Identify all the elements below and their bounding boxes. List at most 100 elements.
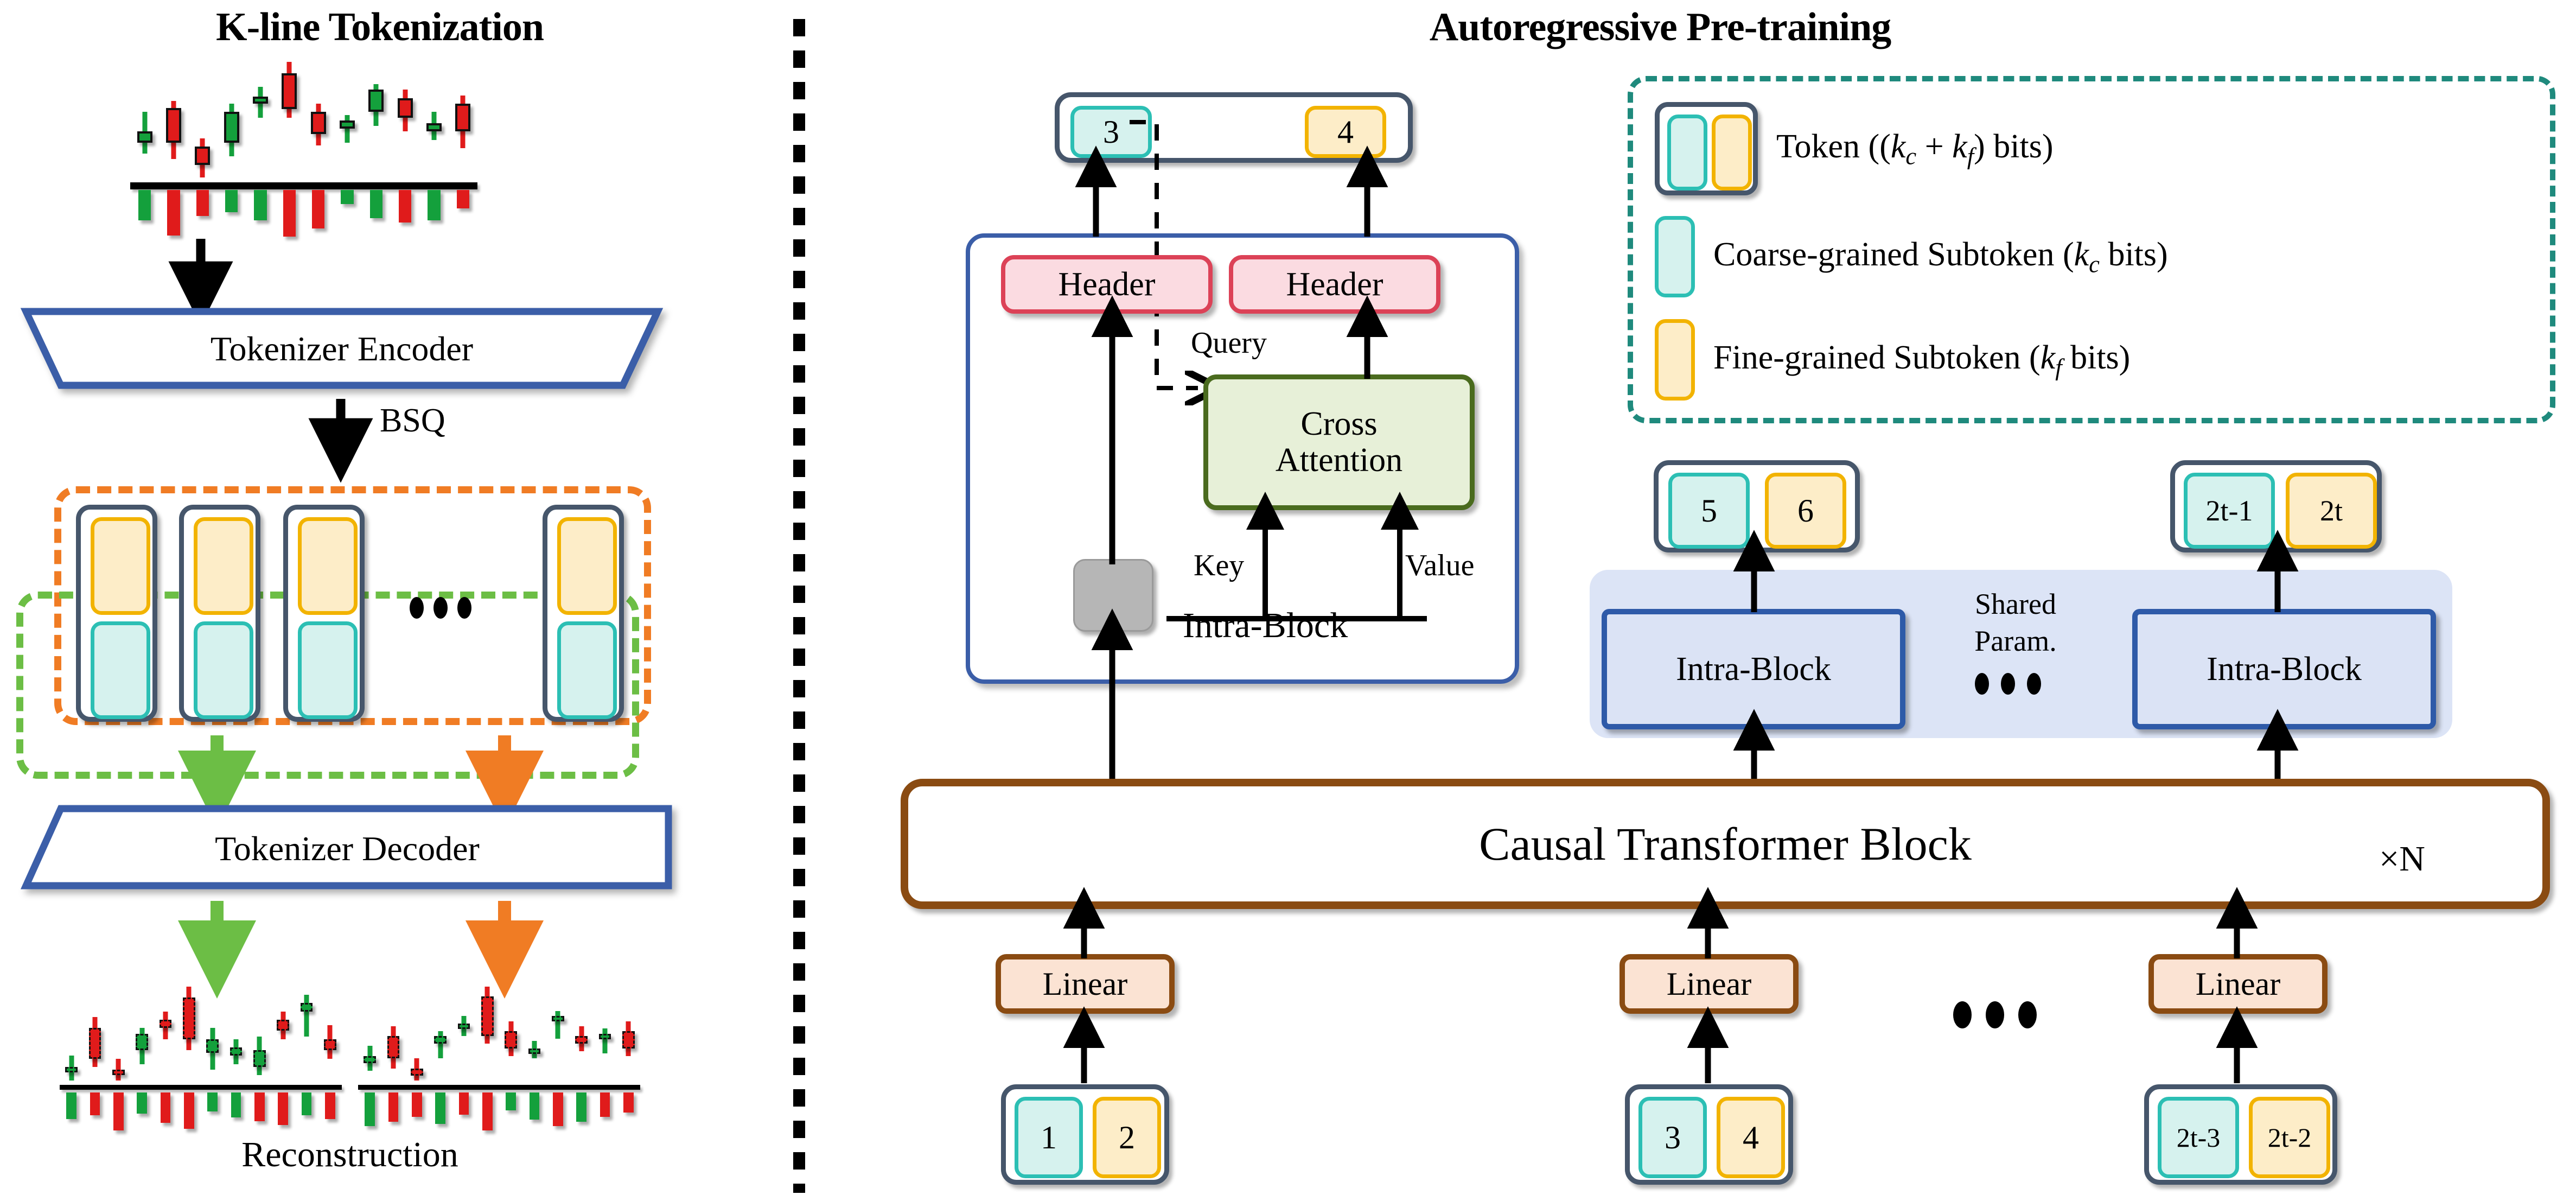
coarse-group-dashed-box	[16, 592, 639, 779]
token-capsule	[543, 505, 624, 722]
volume-bar	[231, 1092, 241, 1117]
legend-fine-swatch	[1655, 319, 1695, 401]
volume-bar	[411, 1092, 422, 1117]
candlestick	[229, 982, 243, 1085]
candle-body	[253, 1050, 266, 1067]
intra-block-shared-right: Intra-Block	[2132, 609, 2436, 729]
volume-bar	[312, 190, 325, 228]
candle-body	[229, 1047, 243, 1056]
volume-bar	[183, 1092, 194, 1129]
candlestick	[364, 982, 376, 1085]
volume-bar	[66, 1092, 77, 1120]
candle-wick	[304, 994, 309, 1037]
candle-body	[575, 1036, 588, 1044]
candlestick	[397, 57, 413, 182]
candle-body	[622, 1031, 635, 1049]
causal-transformer-block-label: Causal Transformer Block	[1479, 818, 1972, 870]
query-label: Query	[1191, 326, 1267, 360]
mid-token-capsule: 5 6	[1654, 460, 1860, 552]
volume-bar	[113, 1092, 124, 1131]
linear-box: Linear	[2148, 954, 2328, 1014]
candlestick	[159, 982, 172, 1085]
causal-block-repeat-badge: ×N	[2379, 839, 2425, 879]
candle-body	[310, 112, 326, 135]
volume-bar	[138, 190, 151, 220]
volume-bar	[137, 1092, 148, 1114]
input-fine-subtoken: 2	[1093, 1097, 1161, 1178]
arrow-coarse-to-decoder	[178, 735, 256, 829]
linear-row-ellipsis	[1953, 1001, 2037, 1028]
volume-bar	[369, 190, 382, 219]
volume-bar	[283, 190, 296, 237]
candle-body	[166, 107, 181, 143]
volume-bar	[254, 1092, 265, 1121]
volume-bar	[225, 190, 238, 213]
fine-subtoken	[91, 517, 150, 615]
arrow-decoder-to-reconstruction-right	[466, 901, 544, 999]
coarse-subtoken	[557, 621, 617, 719]
candlestick	[310, 57, 326, 182]
volume-bar	[506, 1092, 517, 1111]
candlestick	[457, 982, 470, 1085]
mid-coarse-subtoken: 2t-1	[2184, 473, 2275, 549]
legend-fine-text: Fine-grained Subtoken (kf bits)	[1713, 339, 2131, 381]
candle-body	[364, 1056, 376, 1064]
candlestick	[575, 982, 588, 1085]
candlestick	[481, 982, 494, 1085]
reconstruction-label: Reconstruction	[241, 1135, 458, 1174]
arrow-intra-right-to-token	[2256, 530, 2299, 612]
linear-box: Linear	[996, 954, 1175, 1014]
input-coarse-subtoken: 1	[1015, 1097, 1083, 1178]
arrow-linear1-to-causal	[1063, 887, 1105, 958]
candle-body	[387, 1036, 400, 1059]
bsq-label: BSQ	[380, 402, 445, 439]
linear-box: Linear	[1619, 954, 1799, 1014]
legend-coarse-subtoken	[1667, 115, 1707, 190]
candlestick	[434, 982, 447, 1085]
token-capsule	[76, 505, 157, 722]
shared-param-ellipsis	[1975, 673, 2041, 695]
arrow-header-right-to-output	[1346, 145, 1388, 237]
reconstruction-chart-left	[60, 982, 342, 1131]
reconstruction-chart-right	[358, 982, 640, 1131]
tokenizer-encoder-label: Tokenizer Encoder	[210, 329, 474, 368]
candle-body	[65, 1066, 78, 1073]
input-token-capsule: 2t-3 2t-2	[2144, 1084, 2337, 1185]
candlestick	[206, 982, 219, 1085]
candle-body	[434, 1036, 447, 1044]
output-fine-subtoken: 4	[1305, 106, 1386, 158]
input-fine-subtoken: 4	[1717, 1097, 1785, 1178]
input-token-capsule: 3 4	[1625, 1084, 1793, 1185]
coarse-subtoken	[194, 621, 253, 719]
shared-param-line1: Shared	[1975, 588, 2056, 620]
candlestick	[528, 982, 541, 1085]
volume-bar	[482, 1092, 493, 1131]
candle-body	[411, 1068, 423, 1076]
candlestick	[282, 57, 297, 182]
volume-bar	[600, 1092, 610, 1117]
shared-param-line2: Param.	[1974, 624, 2057, 657]
candlestick	[253, 982, 266, 1085]
candlestick	[340, 57, 355, 182]
arrow-header-left-to-output	[1075, 145, 1117, 237]
arrow-intra-left-to-token	[1733, 530, 1775, 612]
coarse-subtoken	[91, 621, 150, 719]
candle-body	[300, 1003, 313, 1012]
candle-body	[206, 1039, 219, 1053]
volume-bar	[399, 190, 412, 223]
volume-bar	[207, 1092, 218, 1112]
arrow-token3-to-linear	[2216, 1006, 2258, 1083]
legend-fine-subtoken	[1712, 115, 1752, 190]
candlestick	[224, 57, 239, 182]
token-row-ellipsis	[410, 597, 471, 619]
volume-bar	[388, 1092, 399, 1122]
legend-box: Token ((kc + kf) bits) Coarse-grained Su…	[1628, 76, 2555, 423]
input-coarse-subtoken: 2t-3	[2158, 1097, 2239, 1178]
volume-bar	[365, 1092, 375, 1126]
chart-baseline	[60, 1085, 342, 1090]
candlestick	[387, 982, 400, 1085]
fine-subtoken	[298, 517, 358, 615]
mid-fine-subtoken: 6	[1765, 473, 1846, 549]
source-kline-chart	[130, 57, 477, 237]
candlestick	[598, 982, 611, 1085]
